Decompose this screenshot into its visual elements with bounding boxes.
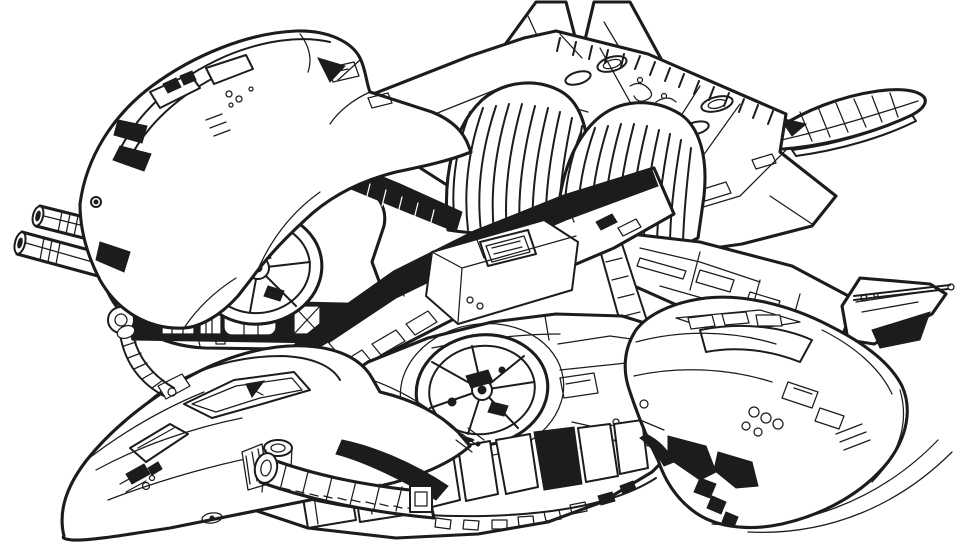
- pod-canopy-inner: [191, 377, 303, 413]
- nacelle-dot: [235, 95, 243, 103]
- nose-greeble-dark: [125, 461, 163, 485]
- cannon-bore-upper: [35, 210, 41, 222]
- nacelle-seam-lines: [633, 329, 905, 483]
- rib-lines-port: [452, 103, 583, 234]
- tow-arm: [241, 439, 436, 520]
- hose-ribs: [123, 341, 164, 389]
- fin-antenna: [853, 284, 951, 301]
- pod-oval-dot: [209, 515, 215, 521]
- nacelle-dot: [248, 86, 254, 92]
- canopy-dart-glyph: [245, 380, 266, 398]
- pod-canopy-window: [183, 371, 311, 419]
- nose-greeble-lines: [119, 471, 147, 493]
- nacelle-body: [78, 29, 473, 330]
- nacelle-hatch-strip: [835, 423, 871, 451]
- pod-front-window-line: [137, 427, 175, 449]
- spine-housing-lines: [431, 235, 577, 323]
- canopy-dart-tail: [249, 387, 264, 396]
- nacelle-dot: [228, 102, 234, 108]
- vent-row: [434, 501, 588, 531]
- deck-rivet-band: [556, 37, 774, 125]
- oval-port: [700, 95, 734, 113]
- nacelle-windows: [687, 311, 783, 330]
- nose-stripes: [693, 477, 739, 528]
- nose-ring-right: [639, 399, 649, 409]
- ventral-seams: [431, 315, 669, 371]
- black-armor-plate: [533, 426, 583, 491]
- oval-port: [596, 55, 628, 73]
- hull-rect-details: [327, 61, 393, 109]
- deck-greeble-swirls: [629, 82, 677, 103]
- hose-collar: [116, 324, 136, 340]
- cannon-ribs-lower: [25, 237, 97, 265]
- porthole: [753, 427, 763, 437]
- arm-mount-bracket: [409, 485, 433, 513]
- tail-fin-shadow: [871, 311, 931, 349]
- nacelle-dot: [225, 90, 233, 98]
- arm-segments: [279, 465, 403, 512]
- spine-plate-inner: [485, 235, 531, 263]
- starboard-nacelle: [623, 276, 955, 533]
- pod-front-window: [129, 423, 189, 463]
- pod-oval-hatch: [201, 512, 223, 524]
- fin-bolt: [873, 292, 879, 298]
- nacelle-greeble-rects: [781, 381, 845, 430]
- oval-port-rim: [707, 98, 727, 110]
- cannon-ribs-upper: [43, 211, 113, 237]
- wing-root-notch: [778, 117, 808, 137]
- arm-mount-inner: [414, 491, 428, 507]
- porthole: [741, 421, 751, 431]
- pod-hatch-shade: [455, 427, 485, 453]
- wing-hatching: [771, 92, 919, 143]
- porthole: [748, 406, 760, 418]
- fuel-hose: [116, 324, 175, 397]
- deck-bolt: [636, 76, 644, 84]
- spine-access-plate: [479, 229, 537, 267]
- hose-inner: [131, 329, 175, 389]
- spine-bolt: [476, 302, 484, 310]
- nose-crescent: [639, 433, 675, 467]
- pod-seams: [83, 379, 453, 501]
- ventral-disc-dot: [498, 366, 506, 374]
- elbow-joint-hub: [114, 313, 128, 327]
- deck-bolt: [660, 92, 668, 100]
- cockpit-window-glass: [162, 70, 197, 94]
- arm-band: [258, 456, 436, 520]
- arm-collar-inner: [260, 459, 272, 477]
- port-nacelle: [78, 29, 473, 330]
- vent-row-dark: [597, 480, 637, 506]
- ventral-disc-core: [477, 385, 487, 395]
- porthole: [772, 418, 784, 430]
- antenna-tip: [947, 283, 955, 291]
- oval-port: [564, 70, 592, 86]
- arm-tick-row: [281, 487, 417, 511]
- starboard-deck-lines: [639, 247, 801, 331]
- pod-fitting-bolt: [167, 387, 177, 397]
- fin-bolt: [860, 294, 868, 302]
- spine-bolt: [466, 296, 474, 304]
- cannon-bore-lower: [17, 237, 23, 249]
- nose-ring-core: [93, 199, 99, 205]
- ventral-disc-dot: [447, 397, 457, 407]
- ventral-disc-greebles: [465, 369, 509, 417]
- nose-ring: [90, 196, 102, 208]
- nose-bolt: [141, 481, 151, 491]
- lower-intake: [95, 241, 131, 273]
- intake-slashes: [112, 57, 346, 172]
- nose-bolt: [148, 474, 156, 482]
- spine-cross-seams: [393, 195, 575, 297]
- arm-pivot-inner: [270, 443, 286, 453]
- porthole: [760, 412, 772, 424]
- ventral-rect-panel: [559, 372, 599, 399]
- arm-collar: [253, 452, 279, 484]
- oval-port-rim: [602, 58, 622, 70]
- nacelle-seams: [183, 33, 371, 329]
